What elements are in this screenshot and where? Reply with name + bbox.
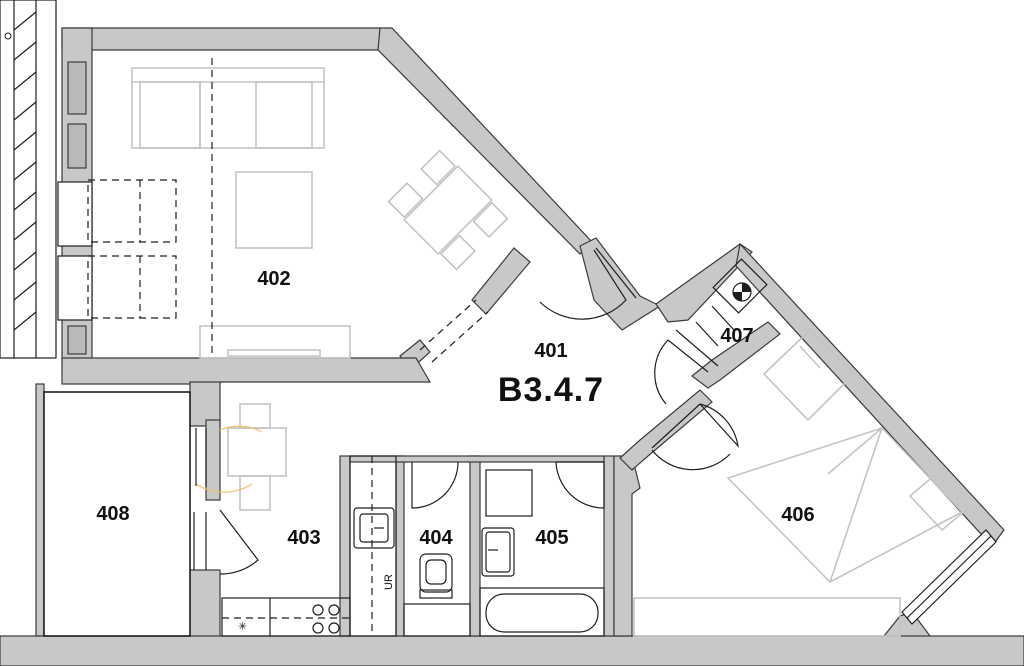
living-room-furniture — [87, 58, 509, 359]
room-408-label: 408 — [96, 503, 129, 525]
room-407-details — [695, 258, 768, 347]
room-408-outline — [43, 391, 191, 637]
fridge-symbol: ✳ — [238, 621, 247, 633]
apartment-code: B3.4.7 — [498, 371, 604, 409]
room-401-label: 401 — [534, 340, 567, 362]
bedroom-furniture — [633, 328, 970, 637]
balcony — [0, 0, 57, 359]
utility-riser-label: UR — [383, 574, 395, 590]
room-402-label: 402 — [257, 268, 290, 290]
wc — [403, 553, 471, 637]
room-404-label: 404 — [419, 527, 453, 549]
room-403-label: 403 — [287, 527, 320, 549]
room-labels: 402 401 B3.4.7 403 404 405 406 407 408 — [96, 268, 814, 549]
hall-details — [227, 299, 489, 511]
room-405-label: 405 — [535, 527, 568, 549]
bathroom — [479, 469, 605, 637]
room-407-label: 407 — [720, 325, 753, 347]
room-406-label: 406 — [781, 504, 814, 526]
doors — [193, 247, 739, 575]
walls — [0, 27, 1024, 666]
kitchen: ✳ UR — [221, 455, 397, 637]
